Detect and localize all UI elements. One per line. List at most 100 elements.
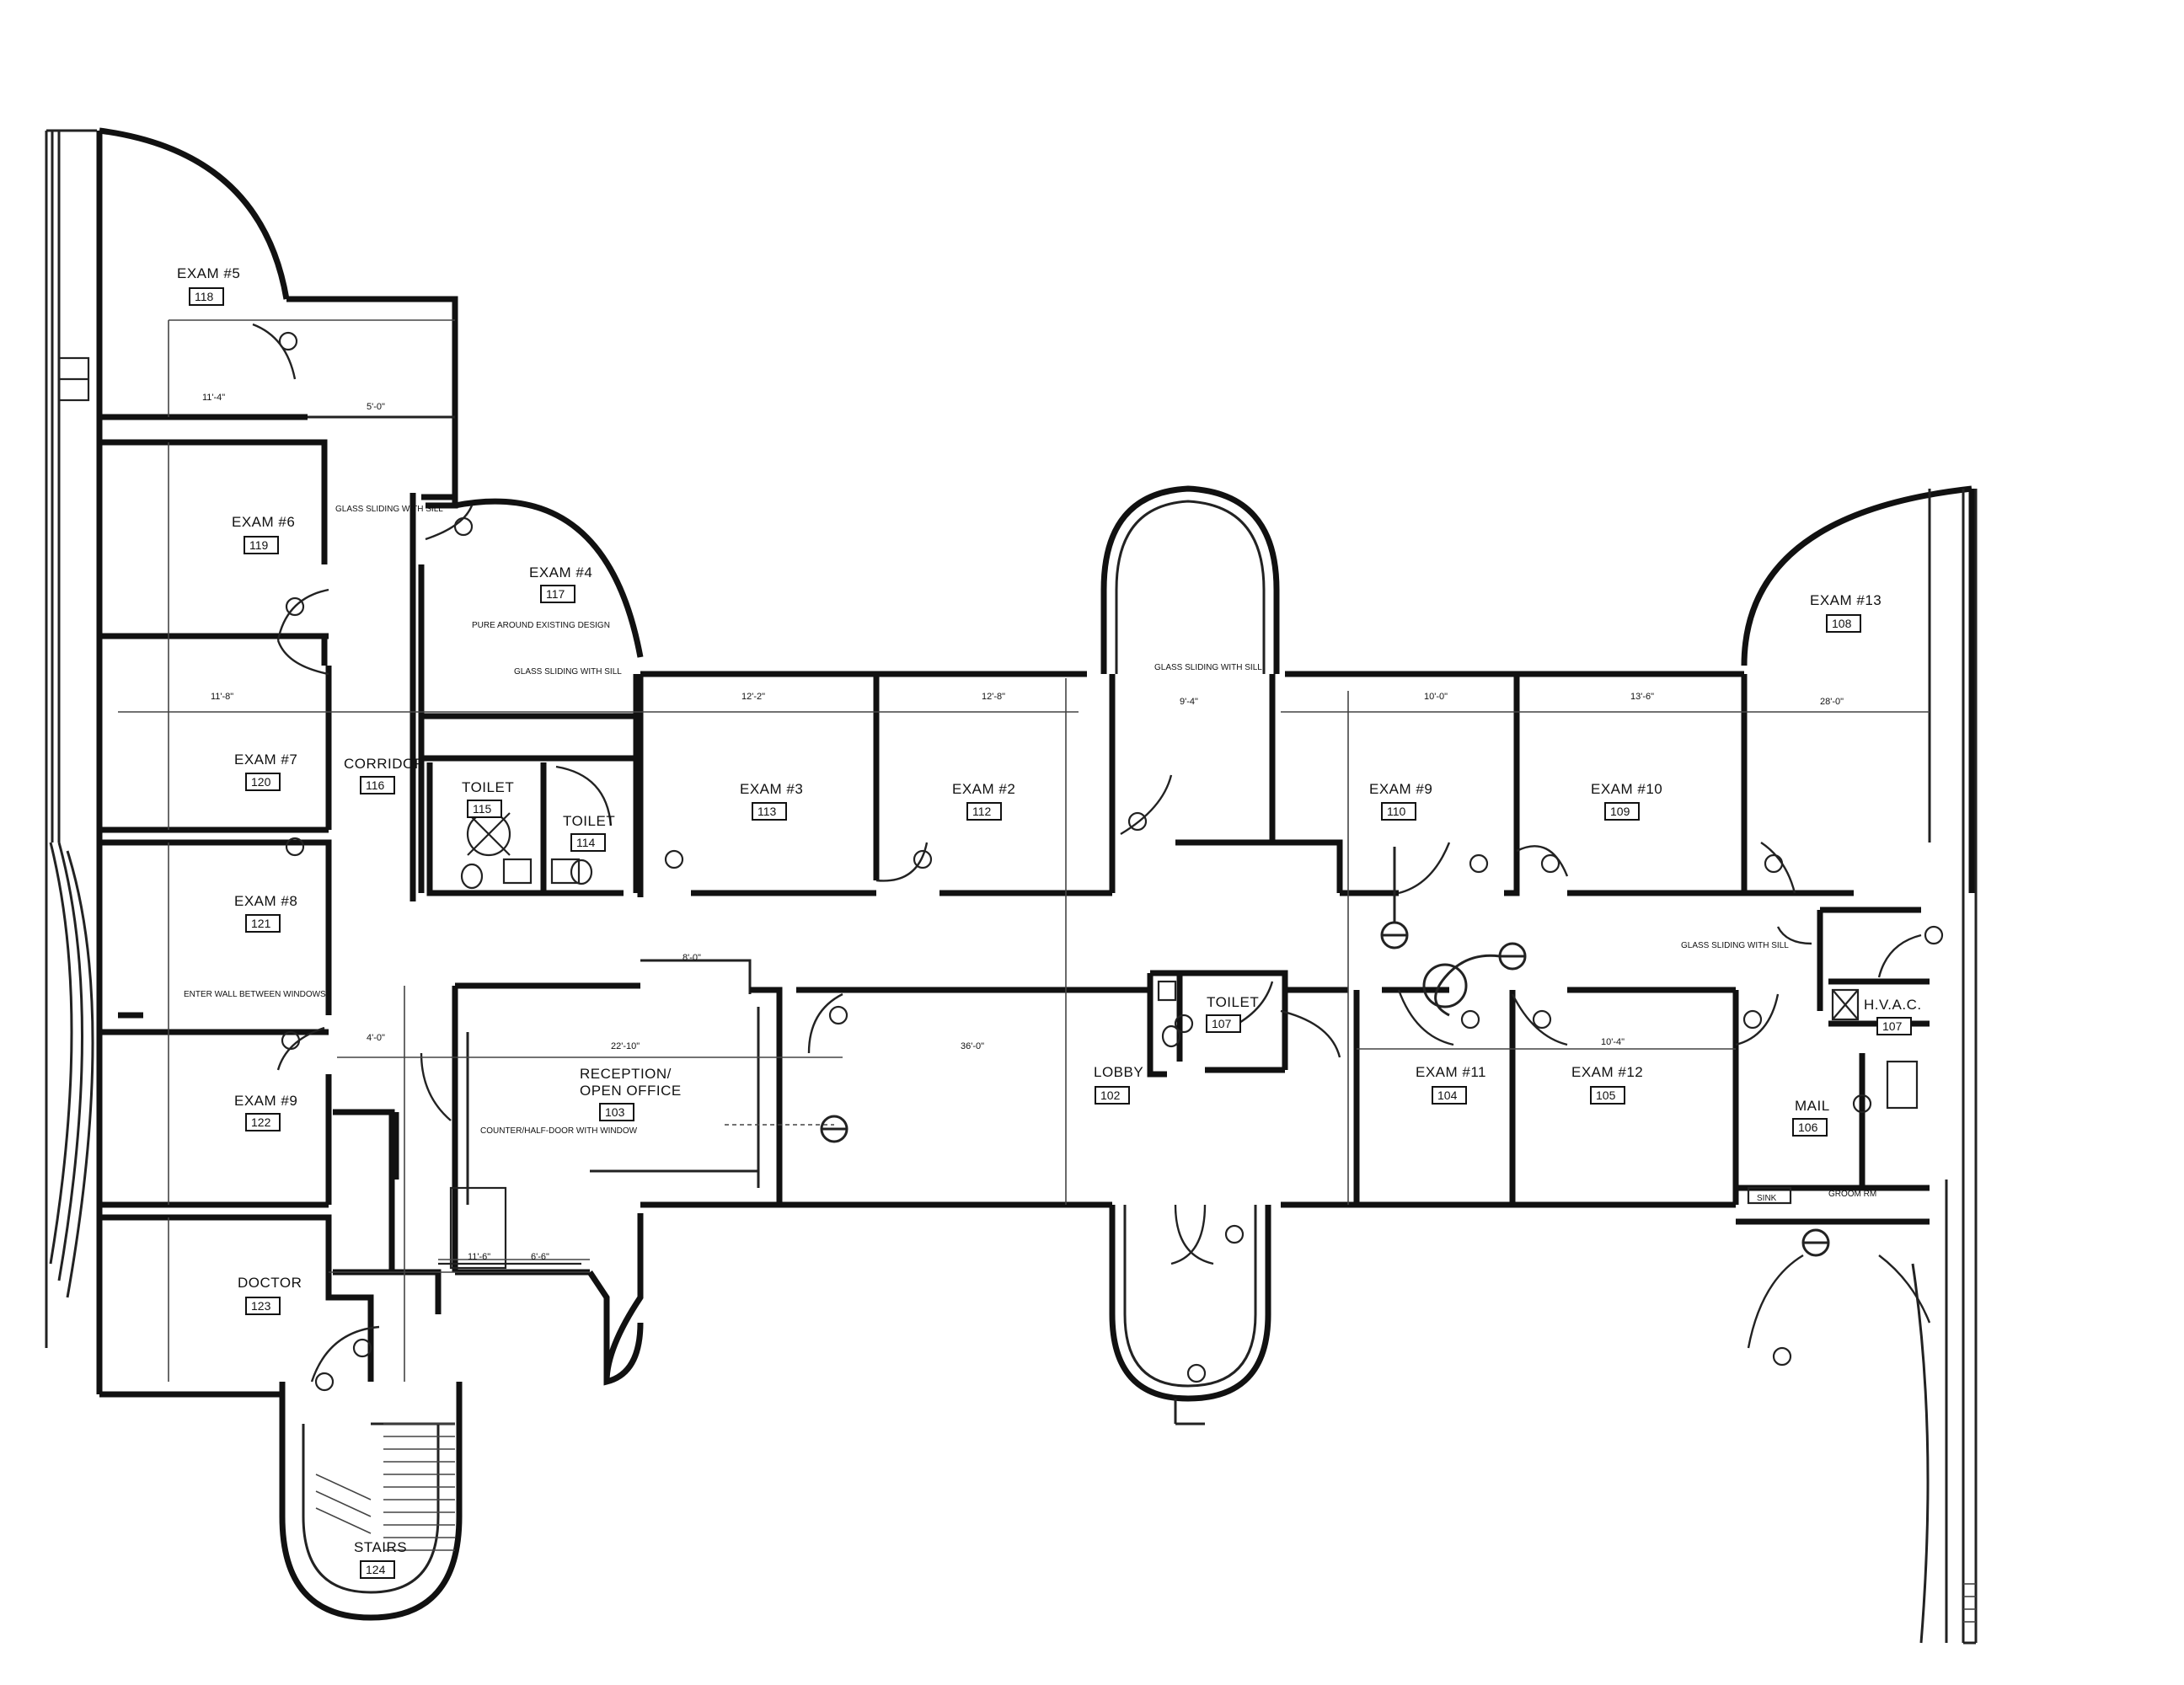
dim-label: 9'-4" [1180,697,1198,707]
room-exam-13: EXAM #13 108 [1810,592,1882,633]
room-number: 105 [1596,1089,1616,1102]
dim-label: 6'-6" [531,1252,549,1262]
room-name: H.V.A.C. [1864,997,1922,1013]
room-name: EXAM #8 [234,893,297,909]
room-number: 102 [1100,1089,1121,1102]
room-number: 121 [251,917,271,930]
door-markers [278,331,1944,1392]
room-number: 115 [473,802,492,816]
room-exam-4: EXAM #4 117 [529,564,592,603]
room-number: 116 [366,778,385,792]
room-name: EXAM #9 [234,1093,297,1109]
room-number: 119 [249,538,269,552]
note-grade: PURE AROUND EXISTING DESIGN [472,621,610,630]
left-wing-walls [96,127,458,1398]
annotations: GLASS SLIDING WITH SILL PURE AROUND EXIS… [184,505,1876,1203]
room-hvac: H.V.A.C. 107 [1864,997,1922,1035]
room-number: 103 [605,1105,625,1119]
room-name: EXAM #10 [1591,781,1662,797]
note-slider: GLASS SLIDING WITH SILL [1681,941,1789,950]
room-labels: EXAM #5 118 EXAM #6 119 EXAM #7 120 EXAM… [177,265,1922,1579]
room-corridor: CORRIDOR 116 [344,756,426,794]
room-exam-7: EXAM #7 120 [234,752,297,791]
room-number: 104 [1437,1089,1458,1102]
room-name-line2: OPEN OFFICE [580,1083,682,1099]
stair-treads [315,1423,455,1551]
toilet-fixtures [460,765,613,890]
room-toilet-115: TOILET 115 [462,779,514,818]
room-name: DOCTOR [238,1275,302,1291]
service-rooms [1732,907,1931,1349]
room-exam-11: EXAM #11 104 [1416,1064,1486,1105]
room-number: 122 [251,1115,271,1129]
note-slider: GLASS SLIDING WITH SILL [1154,663,1262,672]
room-mail: MAIL 106 [1792,1098,1830,1137]
room-number: 117 [546,587,565,601]
room-number: 123 [251,1299,271,1313]
room-exam-2: EXAM #2 112 [952,781,1015,821]
room-number: 120 [251,775,271,789]
note-counter: COUNTER/HALF-DOOR WITH WINDOW [480,1126,638,1136]
room-name: EXAM #7 [234,752,297,768]
note-slider: GLASS SLIDING WITH SILL [514,667,622,677]
dim-label: 11'-6" [468,1252,490,1262]
room-doctor: DOCTOR 123 [238,1275,302,1315]
lower-band-walls [420,959,1739,1426]
room-name: TOILET [462,779,514,795]
dim-label: 10'-4" [1601,1037,1625,1047]
dimension-labels: 11'-4" 5'-0" 11'-8" 12'-2" 12'-8" 9'-4" … [202,393,1844,1262]
room-number: 107 [1882,1019,1903,1033]
room-name: EXAM #5 [177,265,240,281]
stairs [279,1325,463,1621]
room-number: 113 [757,805,777,818]
dim-label: 4'-0" [367,1033,385,1043]
room-exam-9-right: EXAM #9 110 [1369,781,1432,821]
room-exam-8: EXAM #8 121 [234,893,297,933]
note-sink: SINK [1757,1194,1777,1203]
right-rail [1963,1583,1976,1623]
room-number: 114 [576,836,596,849]
room-exam-10: EXAM #10 109 [1591,781,1662,821]
room-name: EXAM #3 [740,781,803,797]
room-number: 112 [972,805,992,818]
room-name: EXAM #13 [1810,592,1882,608]
top-band-walls [637,485,1975,897]
room-name: EXAM #6 [232,514,295,530]
note-newwall: ENTER WALL BETWEEN WINDOWS [184,990,326,999]
room-exam-3: EXAM #3 113 [740,781,803,821]
room-name: CORRIDOR [344,756,426,772]
room-name: EXAM #12 [1571,1064,1643,1080]
dim-label: 10'-0" [1424,692,1448,702]
room-number: 109 [1610,805,1630,818]
room-exam-12: EXAM #12 105 [1571,1064,1643,1105]
dim-label: 12'-2" [741,692,765,702]
room-name: LOBBY [1094,1064,1143,1080]
room-name: MAIL [1795,1098,1830,1114]
door-swings [252,323,1812,1071]
note-groom: GROOM RM [1828,1190,1876,1199]
room-toilet-114: TOILET 114 [563,813,615,852]
room-lobby: LOBBY 102 [1094,1064,1143,1105]
exam4-cluster [418,494,644,896]
room-toilet-107: TOILET 107 [1206,994,1259,1033]
room-name: EXAM #4 [529,564,592,580]
dim-label: 5'-0" [367,402,385,412]
room-exam-6: EXAM #6 119 [232,514,295,554]
room-name: EXAM #11 [1416,1064,1486,1080]
dim-label: 36'-0" [961,1041,984,1051]
dim-label: 28'-0" [1820,697,1844,707]
room-number: 108 [1832,617,1852,630]
dim-label: 11'-4" [202,393,225,403]
dimension-lines [118,319,1930,1382]
note-slider: GLASS SLIDING WITH SILL [335,505,443,514]
room-number: 106 [1798,1121,1818,1134]
room-number: 110 [1387,805,1406,818]
dim-label: 11'-8" [211,692,233,702]
room-reception: RECEPTION/ OPEN OFFICE 103 [580,1066,682,1121]
site-edge-left [45,129,97,1348]
dim-label: 8'-0" [682,953,701,963]
room-name: TOILET [1207,994,1259,1010]
room-name: TOILET [563,813,615,829]
room-name: EXAM #2 [952,781,1015,797]
